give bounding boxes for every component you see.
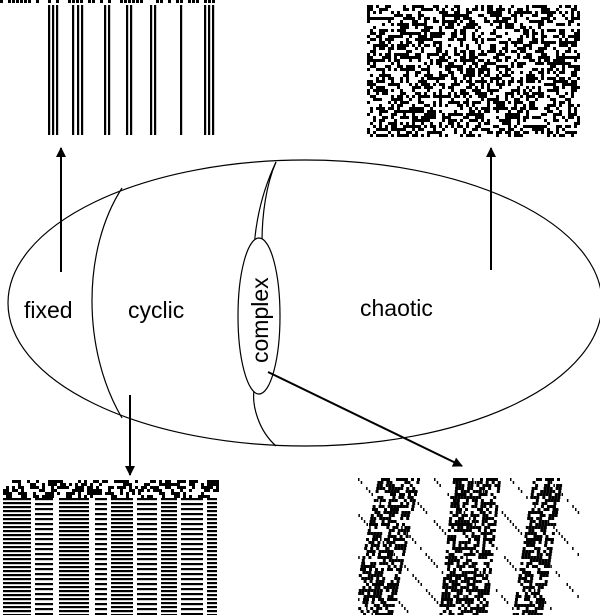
chaotic-pattern-thumbnail: [367, 5, 580, 137]
rule-space-ellipse: [7, 159, 600, 447]
cyclic-pattern-thumbnail: [3, 480, 219, 615]
fixed-cyclic-boundary: [91, 187, 123, 419]
chaotic-label: chaotic: [360, 295, 433, 321]
complex-chaotic-boundary: [261, 161, 277, 243]
fixed-pattern-thumbnail: [0, 0, 215, 135]
complex-label: complex: [247, 277, 273, 363]
fixed-label: fixed: [24, 297, 73, 323]
arrow-to-complex: [267, 371, 463, 467]
complex-pattern-thumbnail: [358, 478, 580, 615]
cyclic-label: cyclic: [128, 297, 184, 323]
complex-region-ellipse: [237, 237, 281, 395]
